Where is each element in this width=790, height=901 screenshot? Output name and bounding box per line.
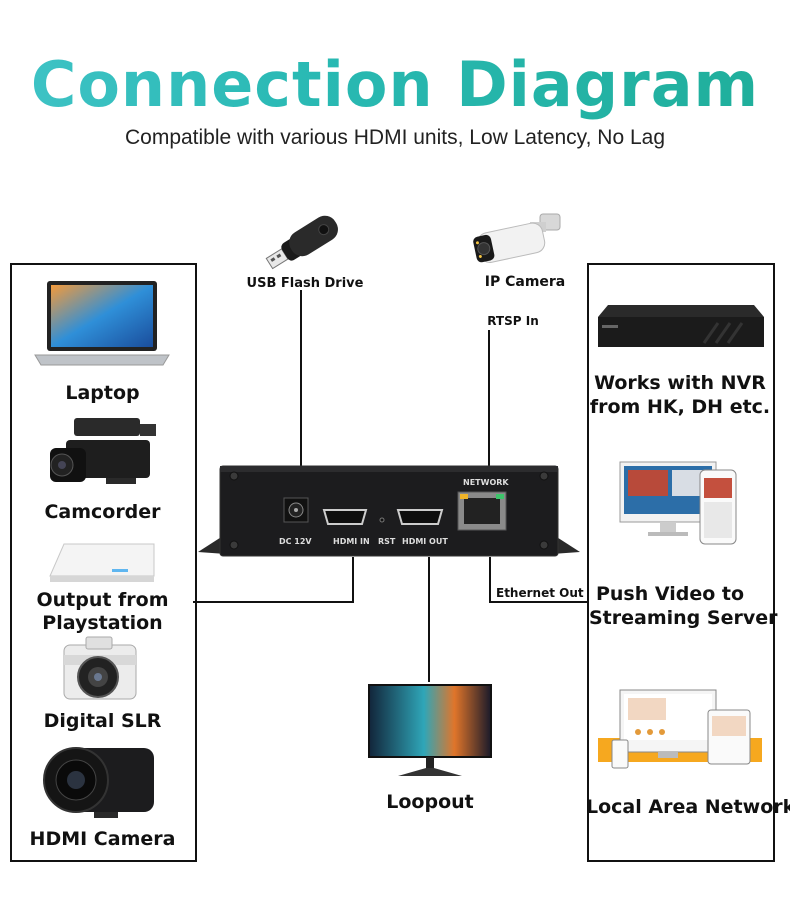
hdmi-camera-label: HDMI Camera: [29, 828, 176, 850]
local-area-network-label: Local Area Network: [586, 796, 790, 818]
usb-flash-drive-label: USB Flash Drive: [246, 276, 364, 291]
nvr-label-line2: from HK, DH etc.: [589, 396, 771, 418]
video-encoder-device: [198, 465, 580, 557]
digital-slr-icon: [63, 636, 137, 700]
local-network-devices-icon: [598, 689, 762, 769]
ip-camera-icon: [473, 213, 561, 263]
hdmi-out-port-label: HDMI OUT: [402, 537, 448, 546]
ipcam-connector-line: [488, 330, 490, 468]
rst-button-label: RST: [378, 537, 396, 546]
ethernet-connector-horizontal: [489, 601, 587, 603]
laptop-icon: [34, 281, 170, 366]
camcorder-label: Camcorder: [44, 501, 161, 523]
ethernet-out-label: Ethernet Out: [496, 586, 584, 600]
ip-camera-label: IP Camera: [484, 274, 566, 290]
nvr-recorder-icon: [598, 305, 764, 347]
streaming-screens-icon: [619, 461, 737, 545]
hdmi-in-connector-horizontal: [193, 601, 354, 603]
rtsp-in-label: RTSP In: [487, 314, 539, 328]
camcorder-icon: [50, 418, 156, 484]
nvr-label-line1: Works with NVR: [594, 372, 766, 394]
hdmi-camera-icon: [43, 747, 154, 818]
loopout-label: Loopout: [386, 791, 474, 813]
playstation-label-line2: Playstation: [42, 612, 163, 634]
page-title: Connection Diagram: [0, 48, 790, 121]
streaming-label-line2: Streaming Server: [589, 607, 778, 629]
streaming-label-line1: Push Video to: [595, 583, 745, 605]
laptop-label: Laptop: [65, 382, 140, 404]
output-targets-panel: [587, 263, 775, 862]
hdmi-in-port-label: HDMI IN: [333, 537, 370, 546]
page-subtitle: Compatible with various HDMI units, Low …: [124, 126, 666, 149]
loopout-connector-line: [428, 557, 430, 682]
hdmi-in-connector-vertical: [352, 557, 354, 603]
usb-connector-line: [300, 290, 302, 468]
usb-flash-drive-icon: [265, 215, 338, 270]
playstation-label-line1: Output from: [36, 589, 169, 611]
digital-slr-label: Digital SLR: [43, 710, 162, 732]
network-port-label: NETWORK: [463, 478, 509, 487]
dc-12v-port-label: DC 12V: [279, 537, 312, 546]
loopout-monitor-icon: [368, 684, 492, 776]
playstation-icon: [49, 543, 155, 582]
ethernet-connector-vertical: [489, 557, 491, 603]
